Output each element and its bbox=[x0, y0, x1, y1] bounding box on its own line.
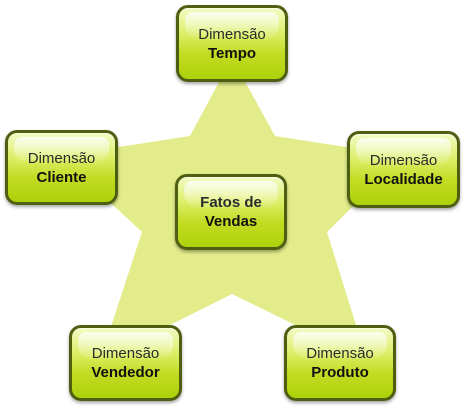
node-label-name: Localidade bbox=[364, 170, 443, 188]
node-label-name: Tempo bbox=[207, 44, 257, 62]
node-label-prefix: Dimensão bbox=[91, 345, 160, 362]
node-label-prefix: Dimensão bbox=[369, 151, 438, 169]
node-label-name: Cliente bbox=[36, 168, 87, 186]
node-label-prefix: Dimensão bbox=[198, 25, 266, 43]
node-label-prefix: Dimensão bbox=[27, 149, 96, 167]
dimension-cliente-box: Dimensão Cliente bbox=[5, 130, 118, 205]
node-label-name: Vendas bbox=[204, 213, 258, 230]
node-label-prefix: Fatos de bbox=[200, 194, 262, 211]
dimension-localidade-box: Dimensão Localidade bbox=[347, 131, 460, 208]
dimension-produto-box: Dimensão Produto bbox=[284, 325, 396, 401]
node-label-name: Produto bbox=[311, 364, 369, 381]
node-label-name: Vendedor bbox=[91, 364, 160, 381]
node-label-prefix: Dimensão bbox=[306, 345, 374, 362]
dimension-tempo-box: Dimensão Tempo bbox=[176, 5, 288, 82]
fact-vendas-box: Fatos de Vendas bbox=[175, 174, 287, 250]
dimension-vendedor-box: Dimensão Vendedor bbox=[69, 325, 182, 401]
